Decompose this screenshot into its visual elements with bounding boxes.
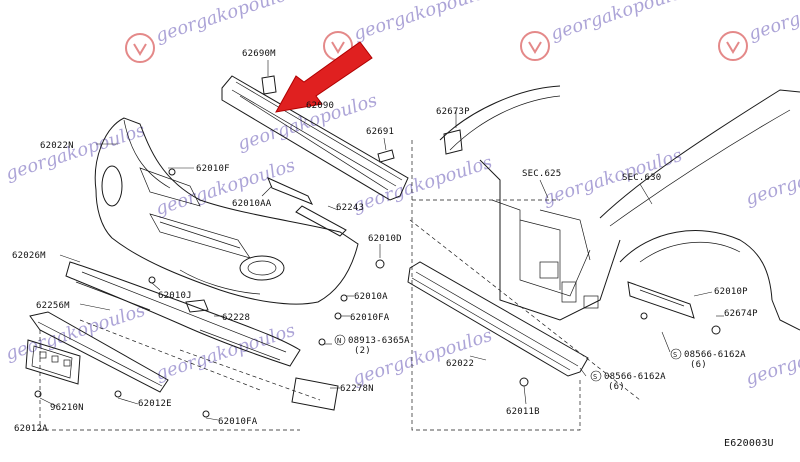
cover-62228 xyxy=(185,299,209,313)
radiator-support-sec625 xyxy=(439,85,621,321)
symbol-n-circle xyxy=(334,334,346,346)
label-62278N: 62278N xyxy=(340,384,374,394)
label-62010D: 62010D xyxy=(368,234,402,244)
front-fender-sec630 xyxy=(599,89,800,331)
label-62022N: 62022N xyxy=(40,141,74,151)
label-62674P: 62674P xyxy=(724,309,758,319)
label-sec625: SEC.625 xyxy=(522,169,561,179)
label-62012A: 62012A xyxy=(14,424,48,434)
label-62010FA-upper: 62010FA xyxy=(350,313,390,323)
label-62256M: 62256M xyxy=(36,301,70,311)
label-sec630: SEC.630 xyxy=(622,173,661,183)
diagram-code: E620003U xyxy=(724,438,774,449)
watermark-text: georgakopoulos xyxy=(351,0,496,45)
reinforcement-bar-62090 xyxy=(221,75,409,201)
symbol-n-letter: N xyxy=(337,337,341,345)
label-08566-qty-lower: (6) xyxy=(608,382,625,392)
watermark-logo xyxy=(520,31,550,61)
bracket-62010P xyxy=(627,281,695,319)
label-62010AA: 62010AA xyxy=(232,199,272,209)
lower-grille-62026M xyxy=(65,261,301,367)
label-62010FA-lower: 62010FA xyxy=(218,417,258,427)
watermark-group: georgakopoulos georgakopoulos georgakopo… xyxy=(3,0,800,390)
label-08913-6365A: 08913-6365A xyxy=(348,336,410,346)
label-62690M: 62690M xyxy=(242,49,276,59)
watermark-text: georgakopoulos xyxy=(153,320,298,385)
clip-62690M xyxy=(261,60,277,95)
watermark-text: georgakopoulos xyxy=(548,0,693,45)
watermark-text: georgakopoulos xyxy=(350,152,495,217)
front-bumper-fascia-62022N xyxy=(94,117,359,305)
leader-lines xyxy=(39,110,724,421)
label-62022: 62022 xyxy=(446,359,474,369)
label-62090: 62090 xyxy=(306,101,334,111)
watermark-text: georgakopoulos xyxy=(350,325,495,390)
label-62010F: 62010F xyxy=(196,164,230,174)
bracket-62673P xyxy=(443,129,463,155)
label-62010P: 62010P xyxy=(714,287,748,297)
label-62691: 62691 xyxy=(366,127,394,137)
label-62010A: 62010A xyxy=(354,292,388,302)
label-62026M: 62026M xyxy=(12,251,46,261)
impact-beam-62022 xyxy=(407,261,589,377)
symbol-s-circle xyxy=(590,370,602,382)
watermark-text: georgakopoulos xyxy=(153,0,298,47)
part-labels: 62690M 62090 62691 62673P 62022N 62010F … xyxy=(12,49,774,449)
symbol-s-letter: S xyxy=(593,373,597,381)
lower-spoiler-62256M xyxy=(29,311,169,393)
label-62010J: 62010J xyxy=(158,291,192,301)
fasteners-left xyxy=(34,168,721,418)
symbol-s-letter: S xyxy=(673,351,677,359)
bracket-62243 xyxy=(295,205,347,237)
assembly-dash-lines xyxy=(39,140,641,431)
label-08913-qty: (2) xyxy=(354,346,371,356)
red-arrow-indicator xyxy=(275,41,373,113)
clip-62691 xyxy=(377,137,395,163)
license-plate-bracket-96210N xyxy=(25,339,81,385)
label-96210N: 96210N xyxy=(50,403,84,413)
label-62228: 62228 xyxy=(222,313,250,323)
cover-62278N xyxy=(291,377,339,411)
watermark-logo xyxy=(125,33,155,63)
watermark-text: georgakopoulos xyxy=(743,145,800,210)
bracket-62010AA xyxy=(261,177,314,205)
watermark-text: georgakopoulos xyxy=(743,325,800,390)
watermark-text: georgakopoulos xyxy=(540,145,685,210)
watermark-logo xyxy=(718,31,748,61)
label-62011B: 62011B xyxy=(506,407,540,417)
label-08566-6162A-upper: 08566-6162A xyxy=(684,350,746,360)
label-08566-qty-upper: (6) xyxy=(690,360,707,370)
label-62243: 62243 xyxy=(336,203,364,213)
symbol-s-circle xyxy=(670,348,682,360)
label-62012E: 62012E xyxy=(138,399,172,409)
label-08566-6162A-lower: 08566-6162A xyxy=(604,372,666,382)
label-62673P: 62673P xyxy=(436,107,470,117)
watermark-text: georgakopoulos xyxy=(746,0,800,45)
